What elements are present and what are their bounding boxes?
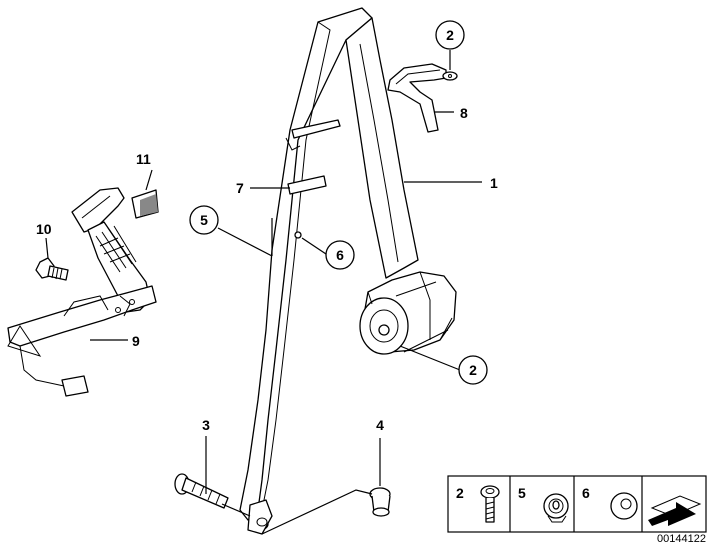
belt-clip bbox=[287, 175, 327, 195]
callout-9: 9 bbox=[132, 333, 140, 349]
bolt-3 bbox=[174, 473, 229, 509]
callout-5: 5 bbox=[189, 205, 219, 235]
cap-icon bbox=[610, 492, 638, 520]
callout-1: 1 bbox=[490, 175, 498, 191]
svg-text:6: 6 bbox=[336, 247, 344, 263]
callout-6: 6 bbox=[325, 240, 355, 270]
callout-2-top: 2 bbox=[435, 20, 465, 50]
legend-box: 2 5 6 bbox=[447, 475, 707, 533]
legend-item-5: 5 bbox=[518, 485, 569, 523]
belt-retractor bbox=[359, 271, 457, 355]
svg-text:2: 2 bbox=[456, 485, 464, 501]
svg-text:9: 9 bbox=[132, 333, 140, 349]
warning-label bbox=[131, 189, 159, 219]
svg-text:5: 5 bbox=[200, 212, 208, 228]
stop-button bbox=[294, 231, 302, 239]
belt-buckle bbox=[7, 187, 157, 397]
svg-text:7: 7 bbox=[236, 180, 244, 196]
parts-set-arrow-icon bbox=[648, 495, 702, 526]
callout-10: 10 bbox=[36, 221, 52, 237]
svg-text:1: 1 bbox=[490, 175, 498, 191]
hex-bolt-10 bbox=[35, 257, 69, 281]
svg-text:2: 2 bbox=[469, 362, 477, 378]
callout-3: 3 bbox=[202, 417, 210, 433]
callout-11: 11 bbox=[136, 151, 151, 167]
leader-lines bbox=[45, 50, 482, 535]
legend-item-2: 2 bbox=[456, 485, 500, 523]
washer-nut-icon bbox=[543, 493, 569, 523]
belt-bracket bbox=[387, 63, 458, 133]
diagram-code: 00144122 bbox=[657, 533, 706, 544]
svg-text:5: 5 bbox=[518, 485, 526, 501]
svg-text:6: 6 bbox=[582, 485, 590, 501]
callout-2-retractor: 2 bbox=[458, 355, 488, 385]
torx-bolt-icon bbox=[480, 485, 500, 523]
svg-text:2: 2 bbox=[446, 27, 454, 43]
callout-8: 8 bbox=[460, 105, 468, 121]
callout-4: 4 bbox=[376, 417, 384, 433]
svg-text:8: 8 bbox=[460, 105, 468, 121]
svg-text:11: 11 bbox=[136, 151, 151, 167]
svg-text:10: 10 bbox=[36, 221, 52, 237]
spacer-bushing bbox=[369, 487, 391, 517]
svg-text:3: 3 bbox=[202, 417, 210, 433]
legend-item-6: 6 bbox=[582, 485, 638, 520]
callout-7: 7 bbox=[236, 180, 244, 196]
seat-belt-strap bbox=[239, 7, 419, 535]
svg-text:4: 4 bbox=[376, 417, 384, 433]
